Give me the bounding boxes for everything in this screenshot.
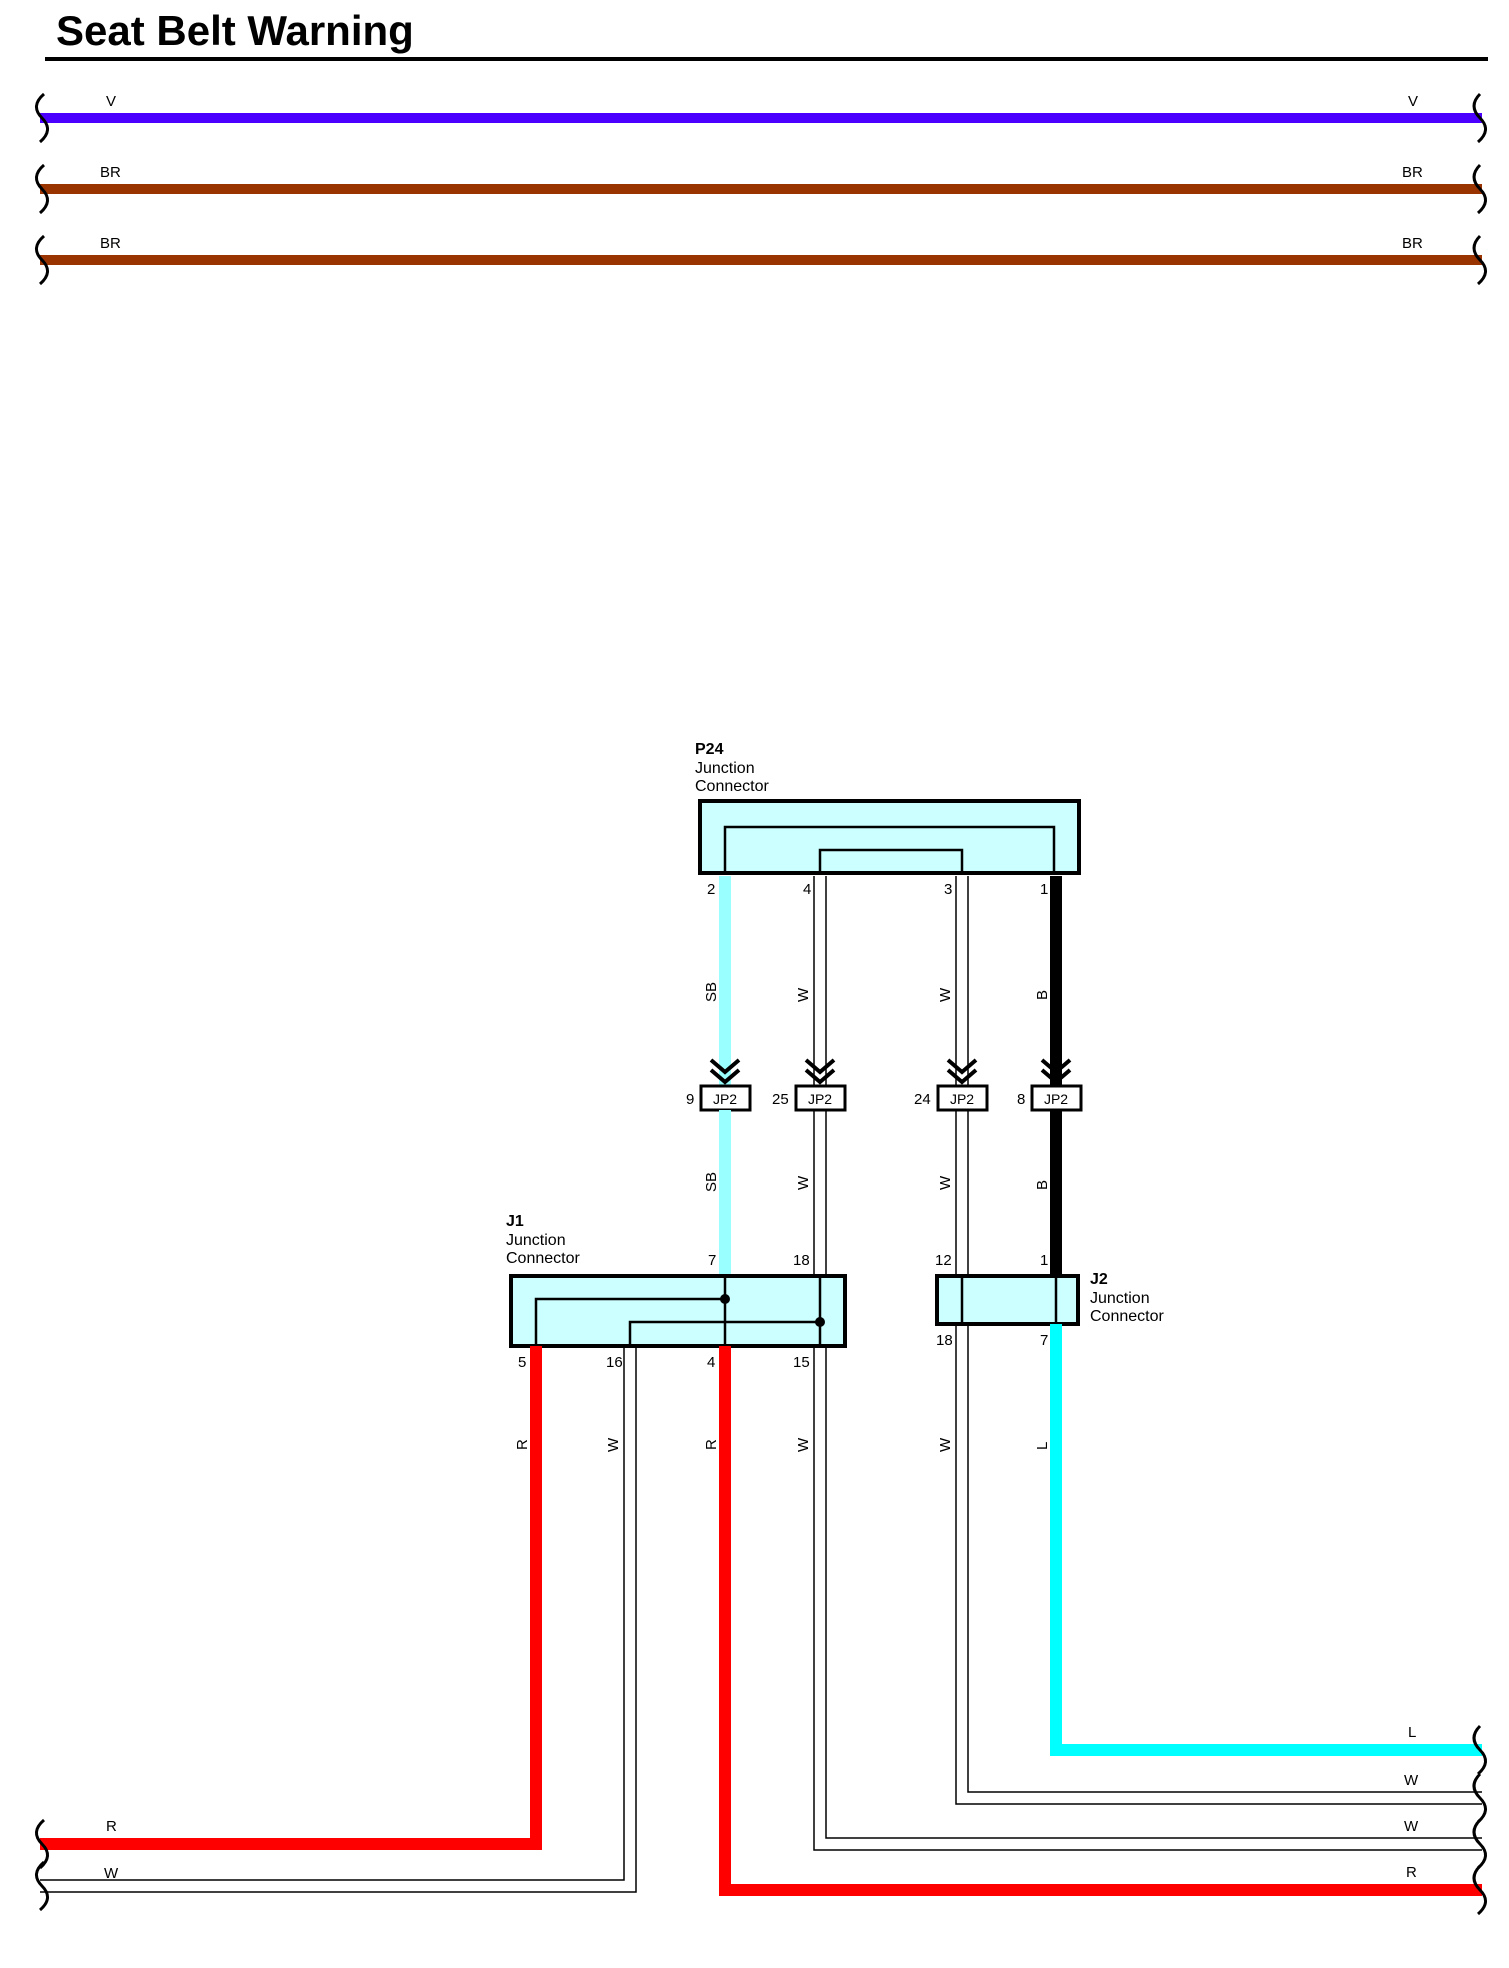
wire-label: W: [1404, 1772, 1419, 1789]
wire-label: L: [1408, 1724, 1416, 1741]
wire-label: W: [795, 1175, 812, 1190]
pin-label: 9: [686, 1091, 694, 1108]
pin-label: 12: [935, 1252, 952, 1269]
jp2-label: JP2: [1044, 1091, 1068, 1107]
connector-j1: J1 Junction Connector 7 18 5 16 4 15: [506, 1213, 847, 1371]
wire-label: L: [1034, 1442, 1051, 1450]
lower-wire-labels: R W R W W L: [514, 1437, 1051, 1452]
wire-label: B: [1034, 1180, 1051, 1190]
wire-break-right-icon: [1472, 1772, 1487, 1824]
wire-label: SB: [703, 1172, 720, 1192]
wire-break-right-icon: [1472, 234, 1487, 286]
connector-desc: Junction: [1090, 1290, 1150, 1307]
jp2-connector-1: JP2 9: [686, 1058, 752, 1112]
pin-label: 18: [793, 1252, 810, 1269]
connector-desc: Junction: [695, 760, 755, 777]
pin-label: 4: [803, 881, 811, 898]
page-title: Seat Belt Warning: [56, 7, 414, 54]
pin-label: 25: [772, 1091, 789, 1108]
wire-break-left-icon: [35, 1818, 49, 1870]
bottom-left-wire-ends: R W: [35, 1818, 119, 1912]
connector-id: P24: [695, 741, 724, 758]
wire-label: BR: [1402, 235, 1423, 252]
wire-break-right-icon: [1472, 92, 1487, 144]
chevron-down-icon: [709, 1058, 741, 1085]
pin-label: 4: [707, 1354, 715, 1371]
p24-wire-labels: SB W W B: [703, 982, 1051, 1002]
connector-id: J2: [1090, 1271, 1108, 1288]
wire-label: V: [1408, 93, 1418, 110]
connector-j2: 12 1 J2 Junction Connector 18 7: [935, 1252, 1164, 1349]
wire-label: R: [703, 1439, 720, 1450]
pin-label: 1: [1040, 881, 1048, 898]
connector-desc: Connector: [1090, 1308, 1164, 1325]
wire-label: SB: [703, 982, 720, 1002]
jp2-wire-labels: SB W W B: [703, 1172, 1051, 1192]
wire-break-left-icon: [35, 92, 49, 144]
wire-label: W: [795, 1437, 812, 1452]
wire-label: R: [106, 1818, 117, 1835]
top-wire-3: BR BR: [35, 234, 1487, 286]
wire-label: W: [937, 1175, 954, 1190]
pin-label: 18: [936, 1332, 953, 1349]
jp2-connector-4: JP2 8: [1017, 1058, 1083, 1112]
wire-label: R: [514, 1439, 531, 1450]
pin-label: 24: [914, 1091, 931, 1108]
connector-desc: Junction: [506, 1232, 566, 1249]
pin-label: 7: [1040, 1332, 1048, 1349]
top-wire-2: BR BR: [35, 163, 1487, 215]
chevron-down-icon: [946, 1058, 978, 1085]
chevron-down-icon: [1040, 1058, 1072, 1085]
jp2-label: JP2: [713, 1091, 737, 1107]
connector-p24: P24 Junction Connector 2 4 3 1: [695, 741, 1081, 898]
connector-desc: Connector: [506, 1250, 580, 1267]
wire-label: BR: [100, 164, 121, 181]
pin-label: 15: [793, 1354, 810, 1371]
wire-break-right-icon: [1472, 1818, 1487, 1870]
wire-label: V: [106, 93, 116, 110]
wire-label: W: [795, 987, 812, 1002]
wire-break-right-icon: [1472, 1724, 1487, 1776]
wire-label: BR: [1402, 164, 1423, 181]
wire-break-left-icon: [35, 1860, 49, 1912]
wire-break-right-icon: [1472, 1864, 1487, 1916]
p24-to-jp2-wires: [719, 876, 1062, 1088]
wire-break-left-icon: [35, 163, 49, 215]
pin-label: 7: [708, 1252, 716, 1269]
connector-desc: Connector: [695, 778, 769, 795]
wire-label: B: [1034, 990, 1051, 1000]
wire-label: BR: [100, 235, 121, 252]
wire-label: W: [937, 987, 954, 1002]
wire-break-left-icon: [35, 234, 49, 286]
jp2-label: JP2: [950, 1091, 974, 1107]
connector-id: J1: [506, 1213, 524, 1230]
pin-label: 8: [1017, 1091, 1025, 1108]
lower-wires: [40, 1324, 1482, 1896]
pin-label: 16: [606, 1354, 623, 1371]
wire-label: W: [937, 1437, 954, 1452]
pin-label: 3: [944, 881, 952, 898]
pin-label: 2: [707, 881, 715, 898]
chevron-down-icon: [804, 1058, 836, 1085]
wire-label: W: [605, 1437, 622, 1452]
wire-label: W: [1404, 1818, 1419, 1835]
pin-label: 5: [518, 1354, 526, 1371]
wire-label: W: [104, 1865, 119, 1882]
wire-label: R: [1406, 1864, 1417, 1881]
top-wire-1: V V: [35, 92, 1487, 144]
pin-label: 1: [1040, 1252, 1048, 1269]
jp2-to-j-wires: [719, 1110, 1062, 1278]
wire-break-right-icon: [1472, 163, 1487, 215]
jp2-connector-3: JP2 24: [914, 1058, 989, 1112]
bottom-right-wire-ends: L W W R: [1404, 1724, 1487, 1916]
jp2-connector-2: JP2 25: [772, 1058, 847, 1112]
jp2-label: JP2: [808, 1091, 832, 1107]
